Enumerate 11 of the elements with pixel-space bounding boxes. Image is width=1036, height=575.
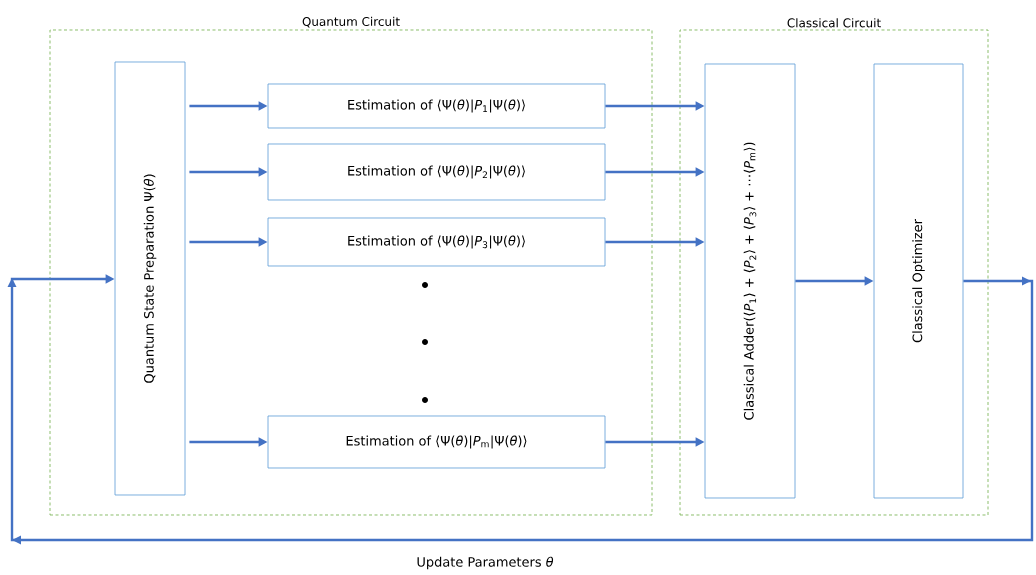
arrow (7, 274, 1034, 545)
node-label: Classical Circuit (787, 18, 881, 28)
process-box: Estimation of ⟨Ψ(θ)|P$_{m}$|Ψ(θ)⟩ (267, 415, 606, 469)
process-box: Estimation of ⟨Ψ(θ)|P$_{1}$|Ψ(θ)⟩ (267, 83, 606, 129)
edge-label: Update Parameters θ (415, 555, 555, 571)
node-label: Quantum Circuit (302, 16, 400, 28)
process-box: Quantum State Preparation Ψ(θ) (114, 61, 186, 496)
process-box: Estimation of ⟨Ψ(θ)|P$_{2}$|Ψ(θ)⟩ (267, 143, 606, 201)
process-box: Classical Adder(⟨P$_{1}$⟩ + ⟨P$_{2}$⟩ + ⟨P$_{3}$⟩ + ⋯⟨P$_{m}$⟩) (704, 63, 796, 499)
process-box: Classical Optimizer (873, 63, 964, 499)
process-box: Estimation of ⟨Ψ(θ)|P$_{3}$|Ψ(θ)⟩ (267, 217, 606, 267)
